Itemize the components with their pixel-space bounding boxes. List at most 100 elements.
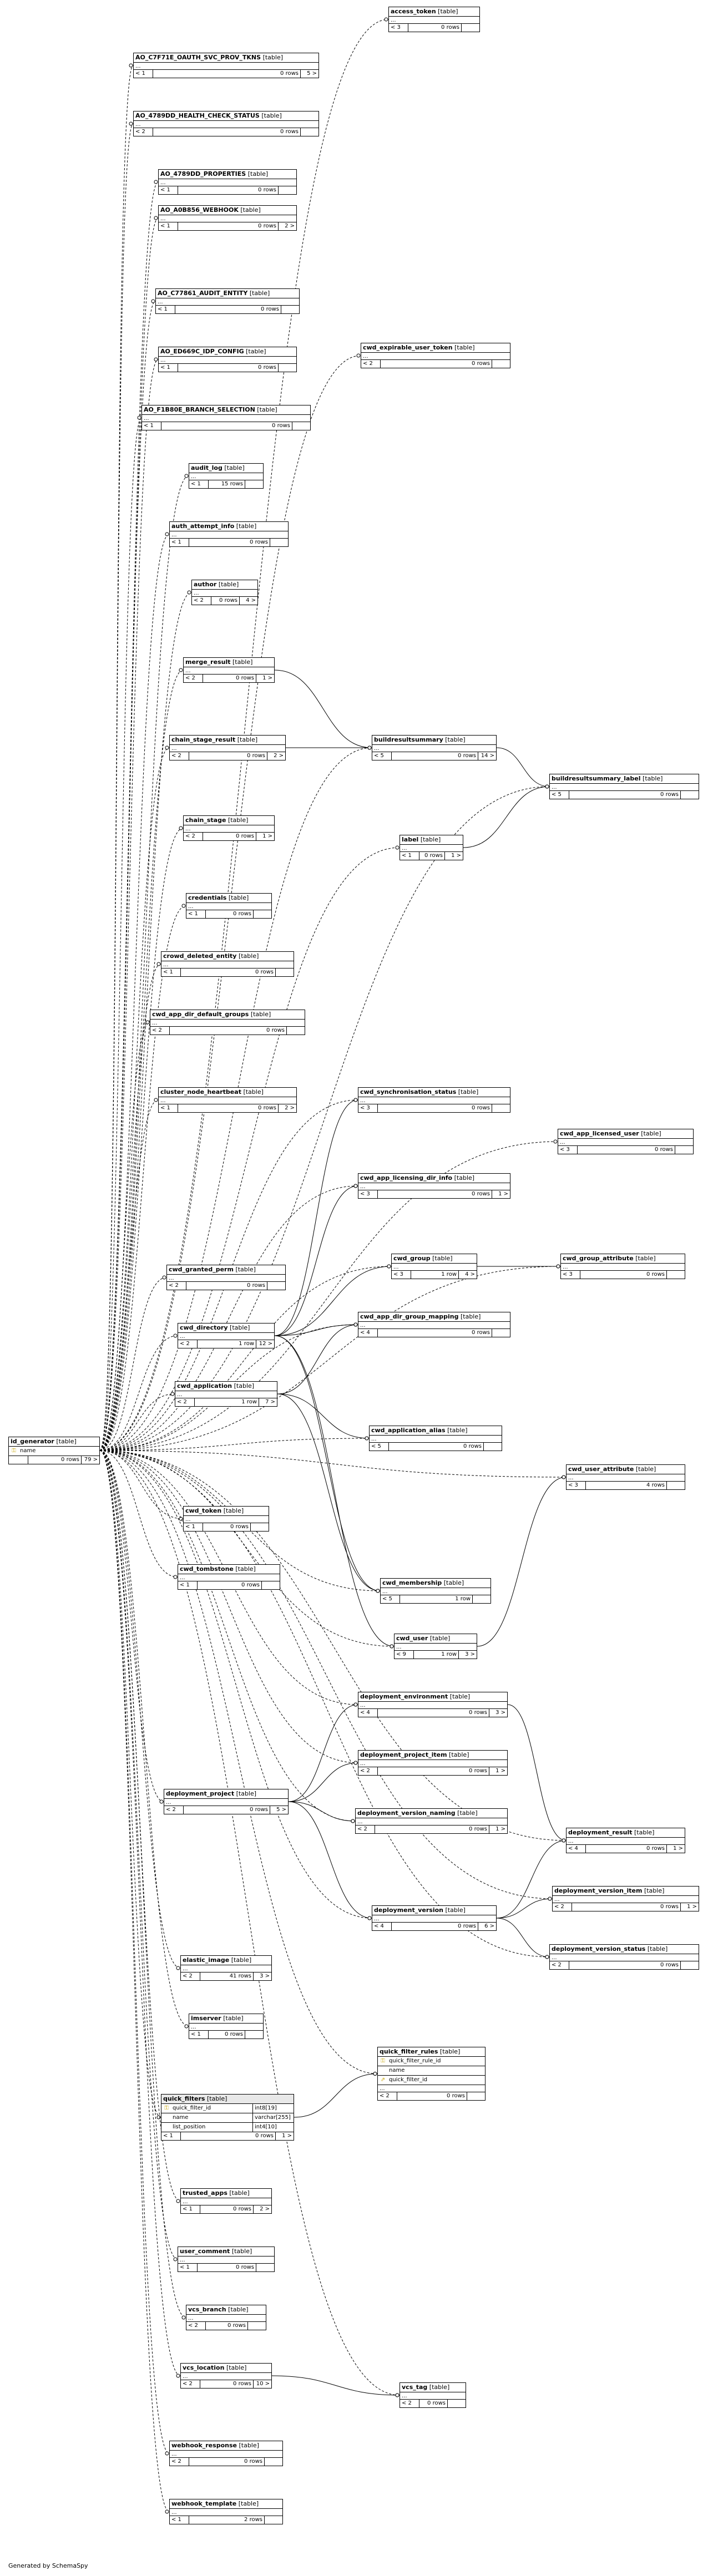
table-header[interactable]: quick_filter_rules [table]	[378, 2047, 485, 2057]
child-count[interactable]	[248, 2322, 266, 2330]
table-name[interactable]: auth_attempt_info	[171, 523, 235, 530]
table-name[interactable]: AO_A0B856_WEBHOOK	[160, 206, 239, 214]
child-count[interactable]: 5 >	[307, 70, 317, 77]
table-header[interactable]: cwd_app_dir_group_mapping [table]	[358, 1312, 510, 1322]
parent-count[interactable]: < 1	[189, 480, 209, 488]
parent-count[interactable]: < 2	[134, 128, 153, 136]
table-header[interactable]: vcs_location [table]	[181, 2364, 271, 2373]
child-count[interactable]: 1 >	[495, 1768, 505, 1774]
parent-count[interactable]: < 2	[175, 1398, 195, 1406]
parent-count[interactable]: < 2	[553, 1903, 572, 1911]
parent-count[interactable]: < 1	[159, 364, 178, 372]
child-count[interactable]	[254, 910, 271, 918]
child-count[interactable]: 1 >	[262, 833, 272, 839]
parent-count[interactable]: < 1	[184, 1523, 203, 1531]
child-count[interactable]	[245, 480, 263, 488]
row-count[interactable]: 0 rows	[389, 1443, 484, 1451]
child-count[interactable]: 14 >	[481, 753, 494, 759]
table-header[interactable]: deployment_environment [table]	[358, 1692, 507, 1702]
row-count[interactable]: 0 rows	[170, 1027, 287, 1035]
table-name[interactable]: chain_stage_result	[171, 736, 236, 743]
table-name[interactable]: deployment_version	[374, 1906, 443, 1914]
child-count[interactable]	[462, 24, 479, 32]
table-name[interactable]: vcs_tag	[402, 2384, 428, 2391]
table-header[interactable]: buildresultsummary [table]	[372, 736, 496, 745]
row-count[interactable]: 0 rows	[198, 1581, 262, 1589]
parent-count[interactable]: < 2	[167, 1282, 186, 1290]
table-name[interactable]: audit_log	[191, 464, 222, 471]
row-count[interactable]: 41 rows	[200, 1972, 254, 1980]
row-count[interactable]: 0 rows	[397, 2092, 467, 2100]
child-count[interactable]	[484, 1443, 502, 1451]
table-health[interactable]: AO_4789DD_HEALTH_CHECK_STATUS [table]...…	[133, 111, 319, 136]
table-header[interactable]: vcs_branch [table]	[186, 2305, 266, 2315]
child-count[interactable]	[667, 1482, 685, 1489]
parent-count[interactable]: < 2	[184, 675, 203, 682]
parent-count[interactable]: < 4	[358, 1329, 378, 1337]
table-header[interactable]: cwd_granted_perm [table]	[167, 1265, 285, 1275]
row-count[interactable]: 1 row	[414, 1651, 459, 1659]
table-header[interactable]: deployment_version_status [table]	[550, 1945, 699, 1954]
table-name[interactable]: cwd_tombstone	[180, 1565, 234, 1573]
row-count[interactable]: 2 rows	[189, 2516, 265, 2524]
table-header[interactable]: cwd_membership [table]	[381, 1579, 490, 1588]
parent-count[interactable]: < 2	[186, 2322, 206, 2330]
parent-count[interactable]: < 1	[161, 968, 181, 976]
parent-count[interactable]: < 1	[400, 852, 419, 860]
table-name[interactable]: cwd_membership	[382, 1579, 442, 1586]
parent-count[interactable]: < 5	[370, 1443, 389, 1451]
table-name[interactable]: AO_ED669C_IDP_CONFIG	[160, 348, 244, 355]
table-app-dir-default[interactable]: cwd_app_dir_default_groups [table]...< 2…	[150, 1010, 305, 1035]
table-header[interactable]: cwd_app_dir_default_groups [table]	[150, 1010, 305, 1020]
table-name[interactable]: crowd_deleted_entity	[163, 952, 237, 960]
table-header[interactable]: AO_A0B856_WEBHOOK [table]	[159, 206, 296, 215]
row-count[interactable]: 4 rows	[586, 1482, 667, 1489]
parent-count[interactable]: < 1	[161, 2132, 181, 2140]
parent-count[interactable]: < 1	[186, 910, 206, 918]
table-name[interactable]: quick_filter_rules	[380, 2048, 438, 2055]
table-name[interactable]: label	[402, 836, 419, 843]
table-header[interactable]: cwd_application_alias [table]	[370, 1426, 502, 1436]
table-header[interactable]: deployment_project_item [table]	[358, 1751, 507, 1760]
table-header[interactable]: cwd_user_attribute [table]	[567, 1465, 685, 1474]
table-name[interactable]: AO_C77861_AUDIT_ENTITY	[158, 290, 248, 297]
table-header[interactable]: cwd_tombstone [table]	[178, 1565, 280, 1574]
table-header[interactable]: AO_ED669C_IDP_CONFIG [table]	[159, 347, 296, 357]
table-header[interactable]: cwd_synchronisation_status [table]	[358, 1088, 510, 1097]
child-count[interactable]	[287, 1027, 305, 1035]
table-name[interactable]: cwd_application	[177, 1382, 232, 1390]
row-count[interactable]: 0 rows	[206, 910, 254, 918]
child-count[interactable]: 1 >	[495, 1826, 505, 1832]
parent-count[interactable]: < 2	[181, 1972, 200, 1980]
table-header[interactable]: credentials [table]	[186, 894, 271, 903]
table-name[interactable]: merge_result	[185, 658, 231, 666]
parent-count[interactable]: < 2	[181, 2380, 200, 2388]
table-name[interactable]: deployment_version_naming	[357, 1809, 456, 1817]
parent-count[interactable]: < 2	[361, 360, 381, 368]
row-count[interactable]: 0 rows	[378, 1767, 489, 1775]
child-count[interactable]	[281, 306, 299, 313]
table-header[interactable]: cwd_group_attribute [table]	[561, 1254, 685, 1264]
table-name[interactable]: chain_stage	[185, 817, 226, 824]
row-count[interactable]: 0 rows	[200, 2380, 254, 2388]
row-count[interactable]: 0 rows	[419, 852, 445, 860]
row-count[interactable]: 0 rows	[408, 24, 462, 32]
row-count[interactable]: 0 rows	[209, 2031, 245, 2039]
table-name[interactable]: AO_4789DD_HEALTH_CHECK_STATUS	[135, 112, 260, 119]
child-count[interactable]: 3 >	[495, 1710, 505, 1716]
table-name[interactable]: cwd_group	[393, 1255, 431, 1262]
child-count[interactable]	[675, 1146, 693, 1154]
parent-count[interactable]	[9, 1456, 28, 1464]
row-count[interactable]: 0 rows	[153, 70, 301, 78]
